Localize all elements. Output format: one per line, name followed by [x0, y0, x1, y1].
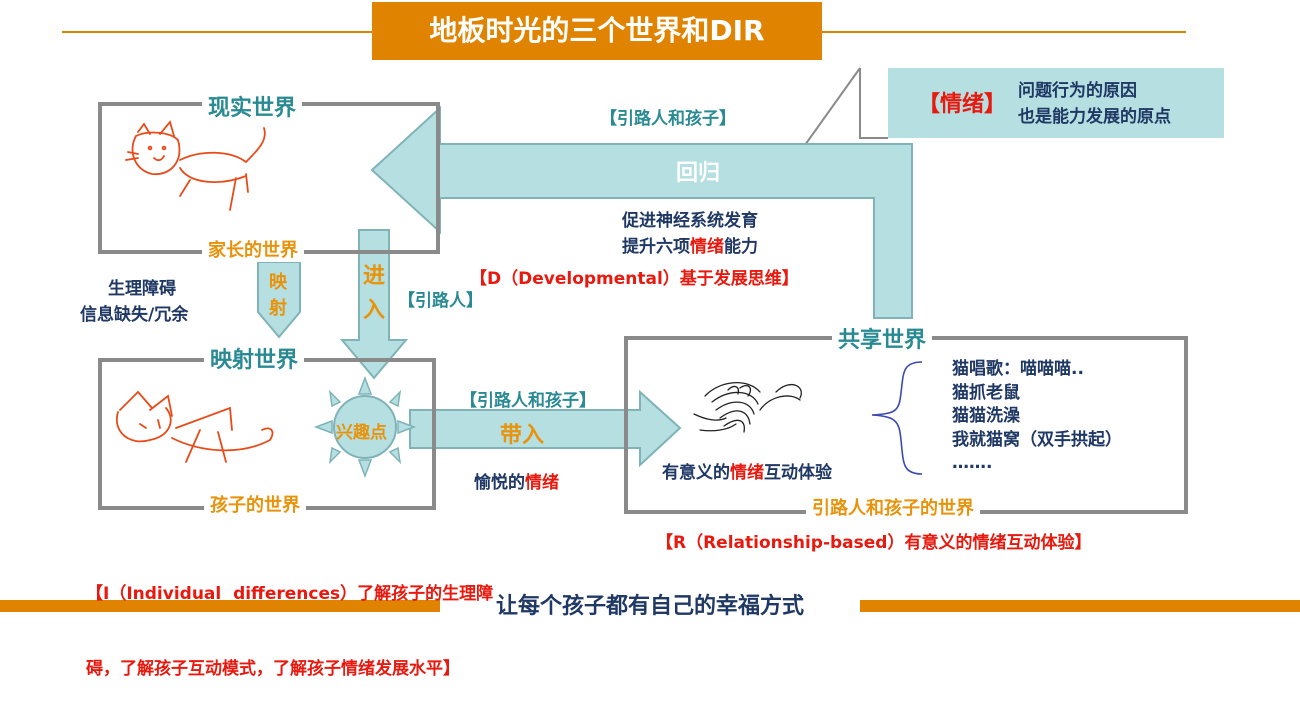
mapped-world-title: 映射世界 — [204, 342, 305, 374]
bring-in-bottom-label: 愉悦的情绪 — [474, 468, 559, 493]
shared-world-caption: 有意义的情绪互动体验 — [662, 458, 832, 483]
return-desc-post: 能力 — [724, 237, 758, 257]
return-desc-emotion: 情绪 — [690, 237, 724, 257]
interest-point-circle — [333, 395, 397, 459]
diagram-graphics — [0, 31, 1300, 612]
footer-bar-right — [860, 600, 1300, 612]
bring-in-inner-label: 带入 — [500, 423, 545, 448]
mapping-arrow-char-2: 射 — [269, 298, 287, 319]
list-item: 猫猫洗澡 — [952, 406, 1020, 426]
footer-slogan: 让每个孩子都有自己的幸福方式 — [495, 594, 804, 619]
bring-in-bottom-pre: 愉悦的 — [474, 473, 525, 493]
shared-caption-post: 互动体验 — [764, 463, 832, 483]
shared-world-subtitle: 引路人和孩子的世界 — [806, 494, 980, 520]
bring-in-arrow — [409, 389, 682, 468]
bring-in-top-label: 【引路人和孩子】 — [460, 391, 596, 411]
enter-label: 【引路人】 — [398, 291, 483, 311]
page-title: 地板时光的三个世界和DIR — [372, 2, 822, 60]
cat-sketch-icon — [125, 120, 266, 211]
shared-caption-pre: 有意义的 — [662, 463, 730, 483]
list-item: 我就猫窝（双手拱起） — [952, 429, 1122, 450]
footer-bar-left — [0, 600, 440, 612]
mapping-left-line-1: 生理障碍 — [108, 279, 176, 299]
enter-char-1: 进 — [363, 264, 386, 289]
i-label-line-2: 碍，了解孩子互动模式，了解孩子情绪发展水平】 — [86, 659, 460, 679]
shared-world-title: 共享世界 — [832, 322, 933, 354]
return-top-label: 【引路人和孩子】 — [600, 109, 736, 129]
enter-char-2: 入 — [363, 298, 386, 323]
i-label-line-1: 【I（Individual differences）了解孩子的生理障 — [86, 584, 494, 604]
return-desc-line-2: 提升六项情绪能力 — [622, 232, 758, 257]
real-world-subtitle: 家长的世界 — [202, 236, 304, 262]
list-item: ……. — [952, 453, 993, 473]
list-item: 猫唱歌：喵喵喵.. — [952, 359, 1084, 379]
emotion-note: 【情绪】 问题行为的原因 也是能力发展的原点 — [888, 68, 1224, 138]
i-label: 【I（Individual differences）了解孩子的生理障 碍，了解孩… — [86, 532, 493, 707]
interest-point-label: 兴趣点 — [336, 423, 387, 443]
mapped-world-subtitle: 孩子的世界 — [204, 491, 306, 517]
emotion-keyword: 【情绪】 — [918, 92, 1007, 117]
emotion-callout-bracket — [859, 68, 888, 139]
real-world-box — [98, 102, 440, 254]
child-cat-sketch-icon — [115, 390, 274, 463]
emotion-callout-line — [804, 67, 861, 146]
emotion-line-1: 问题行为的原因 — [1018, 81, 1137, 101]
mapping-left-line-2: 信息缺失/冗余 — [80, 305, 189, 325]
real-world-title: 现实世界 — [202, 90, 303, 122]
r-label: 【R（Relationship-based）有意义的情绪互动体验】 — [656, 533, 1092, 553]
list-brace — [871, 361, 923, 475]
d-label: 【D（Developmental）基于发展思维】 — [470, 269, 799, 289]
interaction-sketch-icon — [693, 381, 802, 433]
emotion-line-2: 也是能力发展的原点 — [1018, 107, 1171, 127]
mapping-arrow-char-1: 映 — [269, 272, 287, 293]
return-desc-line-1: 促进神经系统发育 — [622, 211, 758, 231]
list-item: 猫抓老鼠 — [952, 382, 1020, 403]
bring-in-bottom-emotion: 情绪 — [525, 473, 559, 493]
shared-caption-emotion: 情绪 — [730, 463, 764, 483]
return-arrow — [370, 105, 913, 319]
return-inner-label: 回归 — [676, 161, 721, 186]
mapping-arrow — [257, 261, 301, 339]
return-desc-pre: 提升六项 — [622, 237, 690, 257]
activity-list: 猫唱歌：喵喵喵.. 猫抓老鼠 猫猫洗澡 我就猫窝（双手拱起） ……. — [952, 358, 1122, 476]
interest-point-rays — [313, 375, 417, 479]
